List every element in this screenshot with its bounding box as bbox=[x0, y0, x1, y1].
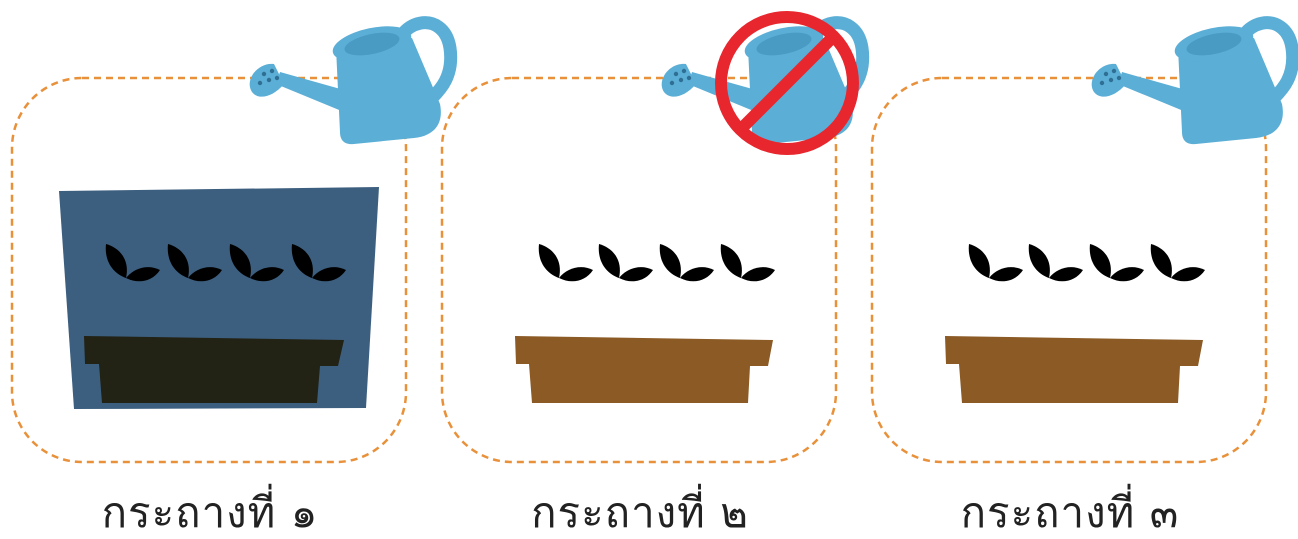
pot-label-2: กระถางที่ ๒ bbox=[531, 488, 749, 537]
planter-pot-icon bbox=[945, 336, 1203, 403]
seedling-icon bbox=[538, 244, 593, 340]
watering-can-icon bbox=[250, 20, 451, 144]
seedlings bbox=[538, 244, 775, 340]
seedling-icon bbox=[1089, 244, 1144, 340]
seedling-icon bbox=[968, 244, 1023, 340]
seedling-icon bbox=[720, 244, 775, 340]
seedling-icon bbox=[659, 244, 714, 340]
pot-panel-3 bbox=[870, 20, 1293, 464]
pot-panel-2 bbox=[440, 11, 863, 464]
seedling-icon bbox=[1028, 244, 1083, 340]
planter-pot-icon bbox=[84, 336, 344, 403]
pot-panel-1 bbox=[10, 20, 451, 464]
no-sign-icon bbox=[715, 11, 859, 155]
watering-can-icon bbox=[1092, 20, 1293, 144]
dashed-frame bbox=[10, 76, 408, 464]
dashed-frame bbox=[440, 76, 838, 464]
pot-label-1: กระถางที่ ๑ bbox=[101, 488, 319, 537]
dashed-frame bbox=[870, 76, 1268, 464]
planter-pot-icon bbox=[515, 336, 773, 403]
seedling-icon bbox=[1150, 244, 1205, 340]
pot-label-3: กระถางที่ ๓ bbox=[960, 488, 1180, 537]
seedling-icon bbox=[598, 244, 653, 340]
seedlings bbox=[968, 244, 1205, 340]
